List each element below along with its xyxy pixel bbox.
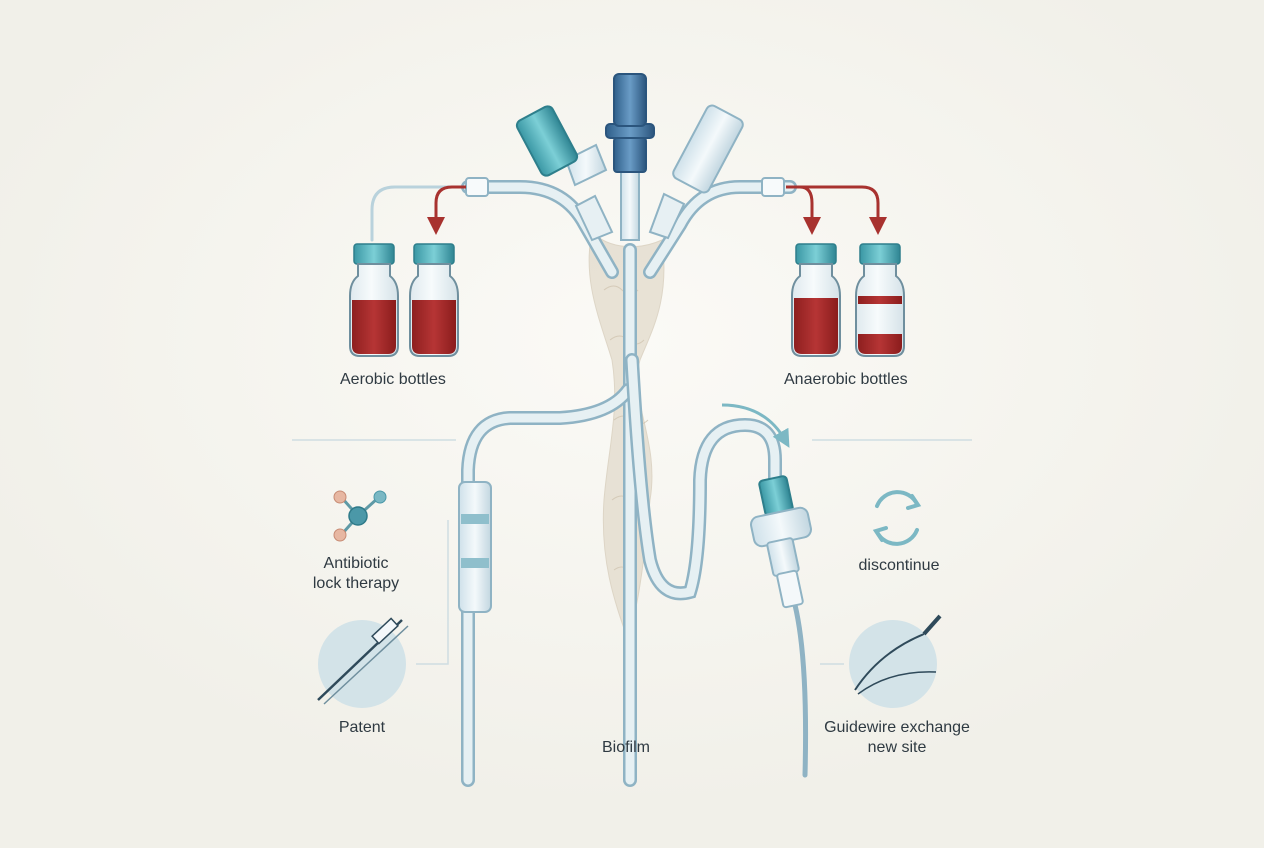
anaerobic-label: Anaerobic bottles — [784, 371, 908, 388]
molecule-icon — [333, 490, 387, 542]
left-connector — [465, 177, 489, 197]
clear-hub — [648, 104, 744, 240]
line-clamp — [458, 481, 492, 613]
antibiotic-label-line1: Antibiotic — [323, 555, 389, 572]
antibiotic-label-line2: lock therapy — [312, 575, 400, 592]
blue-hub — [605, 73, 655, 241]
aerobic-bottle-1 — [349, 243, 399, 357]
aerobic-label: Aerobic bottles — [340, 371, 446, 388]
patent-connector-line — [416, 520, 449, 665]
luer-connector — [750, 475, 812, 609]
aerobic-bottle-2 — [409, 243, 459, 357]
exchange-arrow — [721, 403, 790, 448]
right-connector — [761, 177, 785, 197]
anaerobic-arrow-2 — [786, 185, 887, 235]
guidewire-label-line1: Guidewire exchange — [824, 719, 970, 736]
discontinue-label: discontinue — [858, 557, 940, 574]
anaerobic-bottle-2 — [855, 243, 905, 357]
guidewire-label-line2: new site — [867, 739, 927, 756]
aerobic-arrow — [427, 185, 466, 235]
guidewire-icon — [849, 614, 942, 708]
recycle-icon — [872, 490, 922, 546]
biofilm-label: Biofilm — [601, 739, 650, 756]
patent-label: Patent — [338, 719, 386, 736]
catheter-patent-icon — [317, 617, 409, 708]
anaerobic-bottle-1 — [791, 243, 841, 357]
teal-hub — [515, 105, 614, 242]
